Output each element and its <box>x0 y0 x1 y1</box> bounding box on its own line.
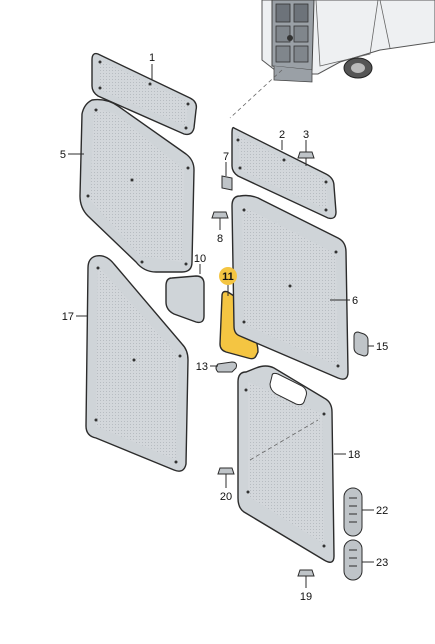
part-17-panel <box>85 254 189 472</box>
part-10-panel <box>165 275 205 324</box>
label-part-8: 8 <box>217 233 223 245</box>
label-part-23: 23 <box>376 557 388 569</box>
label-part-19: 19 <box>300 591 312 603</box>
part-6-panel <box>231 194 349 380</box>
part-2-panel <box>231 126 337 220</box>
label-part-20: 20 <box>220 491 232 503</box>
label-part-3: 3 <box>303 129 309 141</box>
part-3-screw <box>297 151 315 166</box>
label-part-1: 1 <box>149 52 155 64</box>
part-20-screw <box>217 467 235 480</box>
part-15-bracket <box>353 331 369 357</box>
label-part-11: 11 <box>222 271 234 283</box>
van-rear-illustration <box>261 0 435 83</box>
part-19-screw <box>297 569 315 582</box>
part-22-vent <box>343 487 363 537</box>
label-part-18: 18 <box>348 449 360 461</box>
label-part-22: 22 <box>376 505 388 517</box>
part-1-panel <box>91 52 198 136</box>
label-part-7: 7 <box>223 151 229 163</box>
label-part-10: 10 <box>194 253 206 265</box>
part-7-clip <box>221 175 233 191</box>
label-part-2: 2 <box>279 129 285 141</box>
label-part-6: 6 <box>352 295 358 307</box>
label-part-5: 5 <box>60 149 66 161</box>
label-part-17: 17 <box>62 311 74 323</box>
callout-line <box>229 69 283 119</box>
label-part-15: 15 <box>376 341 388 353</box>
part-5-panel <box>79 98 195 273</box>
label-part-13: 13 <box>196 361 208 373</box>
part-8-screw <box>211 211 229 224</box>
part-13-clip <box>215 361 237 373</box>
part-18-panel <box>237 365 335 563</box>
part-11-badge <box>219 267 237 285</box>
part-23-vent <box>343 539 363 581</box>
